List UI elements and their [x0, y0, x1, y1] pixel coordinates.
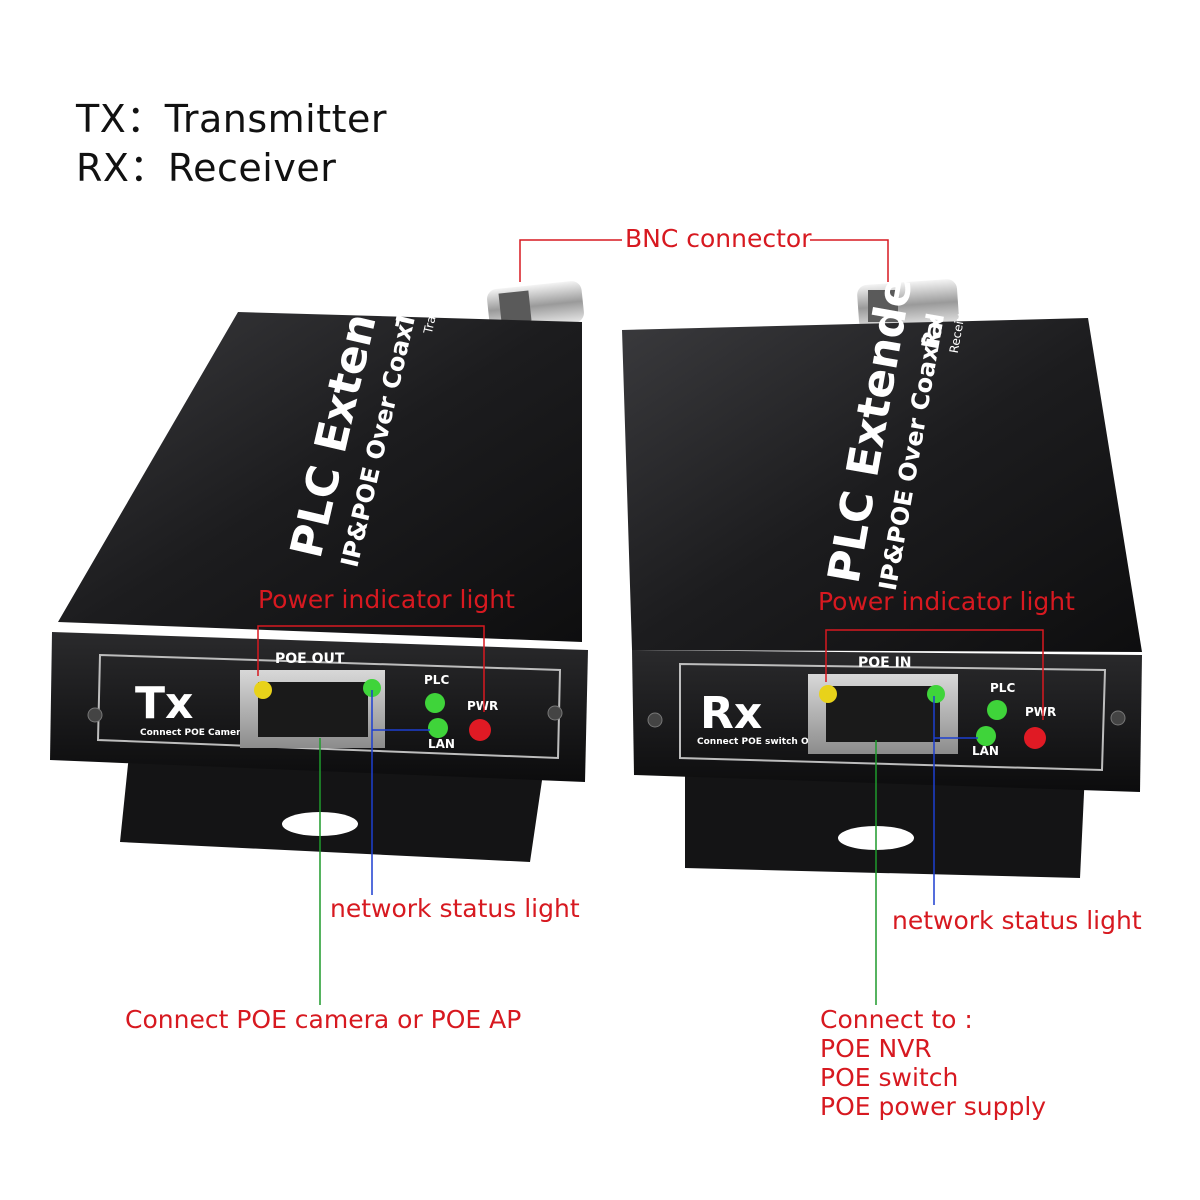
- tx-connect-label: Connect POE camera or POE AP: [125, 1005, 522, 1034]
- tx-led-port-green: [363, 679, 381, 697]
- tx-code: Tx: [135, 678, 193, 729]
- rx-led-plc: [987, 700, 1007, 720]
- rx-connect-line-4: POE power supply: [820, 1092, 1047, 1121]
- rx-caption: Connect POE switch OR POE Power SUPPLY: [697, 737, 915, 747]
- rx-network-status-label: network status light: [892, 906, 1142, 935]
- tx-screw-right: [547, 705, 563, 721]
- tx-led-pwr-label: PWR: [467, 699, 498, 713]
- rx-connect-line-2: POE NVR: [820, 1034, 932, 1063]
- tx-bnc-connector: [487, 281, 584, 331]
- rx-port-label: POE IN: [858, 655, 912, 671]
- tx-screw-left: [87, 707, 103, 723]
- tx-led-plc-label: PLC: [424, 673, 449, 687]
- tx-network-status-label: network status light: [330, 894, 580, 923]
- rx-power-callout-line: [825, 629, 1044, 720]
- rx-top-badge: Rx: [916, 313, 950, 352]
- rx-connect-line-1: Connect to :: [820, 1005, 973, 1034]
- tx-led-plc: [425, 693, 445, 713]
- rx-top-panel: [622, 318, 1142, 652]
- bnc-callout-line: [519, 239, 622, 282]
- tx-port-label: POE OUT: [275, 651, 345, 667]
- rx-led-pwr: [1024, 727, 1046, 749]
- rx-led-plc-label: PLC: [990, 681, 1015, 695]
- tx-power-callout-line: [257, 625, 485, 712]
- rx-connect-label: Connect to : POE NVR POE switch POE powe…: [820, 1005, 1046, 1121]
- tx-led-lan-label: LAN: [428, 737, 455, 751]
- tx-top-panel: [58, 312, 582, 642]
- bnc-connector-label: BNC connector: [625, 224, 812, 253]
- tx-power-indicator-label: Power indicator light: [258, 585, 515, 614]
- tx-led-port-yellow: [254, 681, 272, 699]
- rx-bnc-connector: [857, 279, 959, 331]
- tx-device: PLC Extender IP&POE Over Coaxial Tx Tran…: [50, 228, 588, 862]
- rx-led-port-yellow: [819, 685, 837, 703]
- rx-led-lan: [976, 726, 996, 746]
- rx-device: PLC Extender IP&POE Over Coaxial Rx Rece…: [622, 251, 1142, 878]
- rx-mount-bracket: [685, 762, 1085, 878]
- rx-led-port-green: [927, 685, 945, 703]
- tx-led-pwr: [469, 719, 491, 741]
- rx-led-pwr-label: PWR: [1025, 705, 1056, 719]
- rx-led-lan-label: LAN: [972, 744, 999, 758]
- rx-code: Rx: [700, 688, 762, 739]
- rx-front-frame: [679, 662, 1107, 772]
- legend-rx: RX：Receiver: [76, 146, 337, 190]
- tx-led-lan: [428, 718, 448, 738]
- rx-screw-left: [647, 712, 663, 728]
- tx-caption: Connect POE Camera OR POE AP: [140, 728, 305, 738]
- rx-screw-right: [1110, 710, 1126, 726]
- rx-connect-line-3: POE switch: [820, 1063, 959, 1092]
- legend-tx: TX：Transmitter: [76, 97, 388, 141]
- rx-power-indicator-label: Power indicator light: [818, 587, 1075, 616]
